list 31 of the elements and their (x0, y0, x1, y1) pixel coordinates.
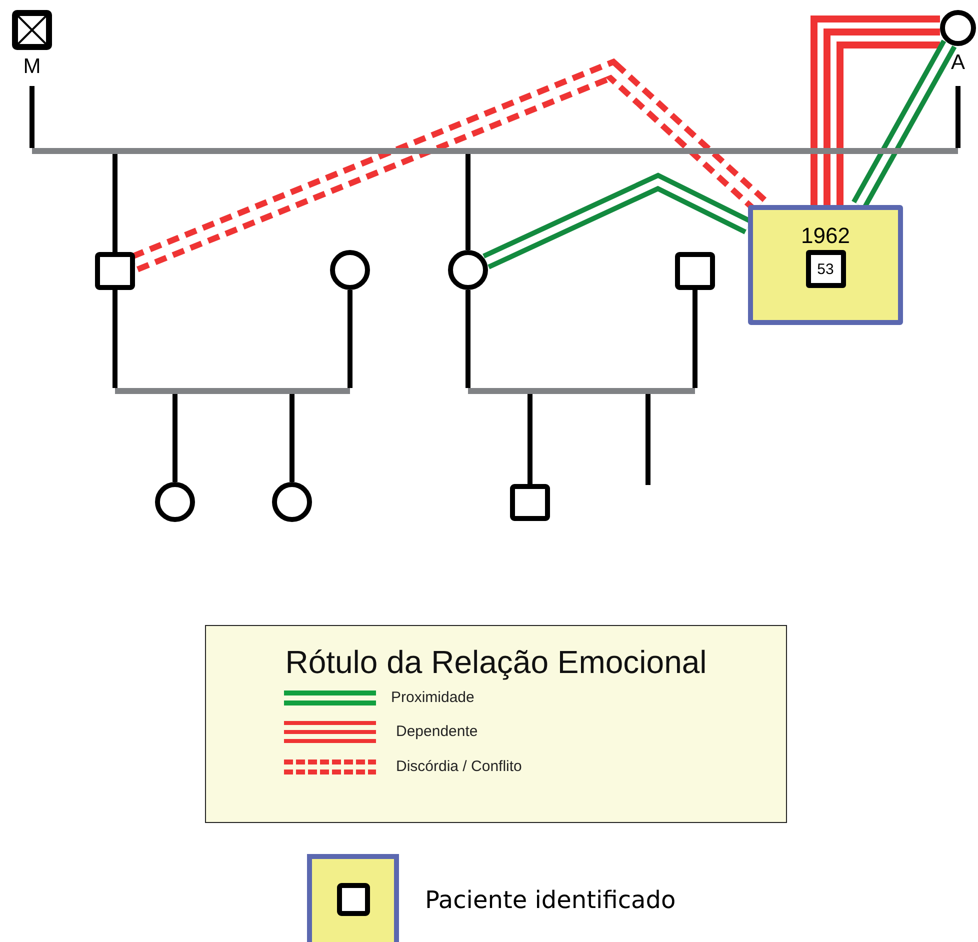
male-symbol (675, 252, 715, 290)
legend-label: Paciente identificado (425, 886, 676, 914)
family-line (112, 154, 118, 252)
male-symbol (337, 883, 370, 916)
female-symbol (272, 482, 312, 522)
person-initial: A (950, 52, 966, 73)
family-line (466, 290, 470, 388)
legend-label: Discórdia / Conflito (396, 758, 522, 775)
family-line (30, 86, 34, 148)
family-line (290, 394, 294, 482)
legend-title: Rótulo da Relação Emocional (284, 646, 708, 678)
legend-label: Proximidade (391, 689, 474, 706)
male-symbol (510, 484, 550, 521)
conflict-line (131, 58, 767, 272)
male-symbol (806, 250, 846, 288)
female-symbol (330, 250, 370, 290)
family-line (692, 290, 698, 388)
birth-year: 1962 (800, 225, 851, 247)
family-line (646, 394, 650, 485)
age-label: 53 (816, 262, 835, 277)
family-line (348, 290, 352, 388)
family-line (112, 290, 118, 388)
person-initial: M (22, 56, 42, 77)
family-line (172, 394, 178, 482)
family-line (528, 394, 532, 484)
identified-patient-box (748, 205, 903, 325)
legend-label: Dependente (396, 723, 478, 740)
family-line (956, 86, 960, 148)
female-symbol (448, 250, 488, 290)
male-symbol (95, 252, 135, 290)
female-symbol (155, 482, 195, 522)
